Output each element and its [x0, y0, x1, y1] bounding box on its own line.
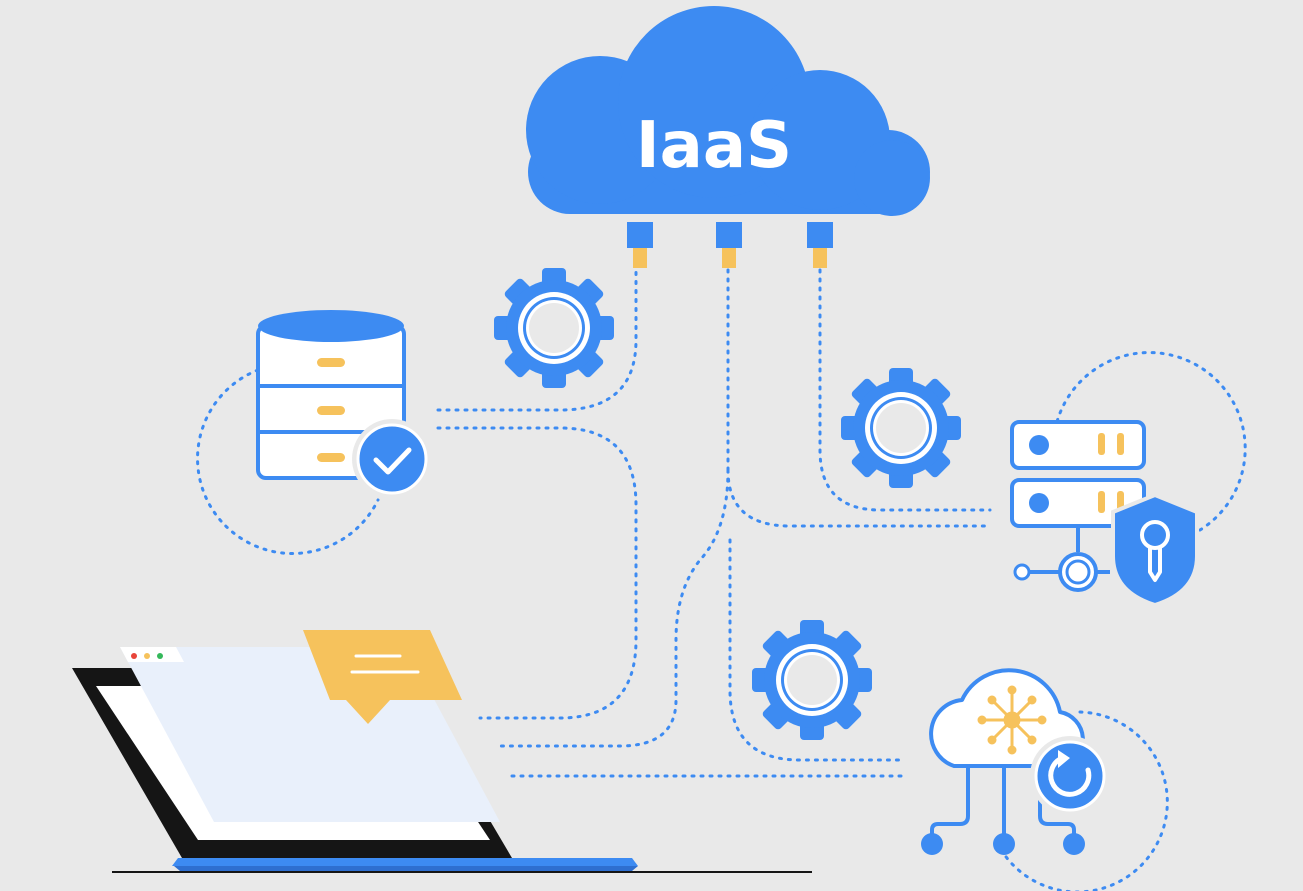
connector-lines [196, 266, 1247, 891]
cloud-icon [526, 6, 930, 216]
shield-lock-icon [1111, 492, 1199, 608]
cable-connector-left [627, 222, 653, 268]
network-node-icon [977, 685, 1047, 755]
window-minimize-dot [144, 653, 150, 659]
cable-connector-middle [716, 222, 742, 268]
gear-icon [841, 368, 961, 488]
chat-bubble-icon [303, 630, 462, 724]
iaas-cloud: IaaS [526, 6, 930, 268]
refresh-icon [1030, 736, 1110, 816]
cloud-title: IaaS [636, 109, 792, 183]
window-maximize-dot [157, 653, 163, 659]
check-icon [352, 419, 432, 499]
network-cloud-icon [921, 668, 1085, 855]
gear-icon [494, 268, 614, 388]
window-close-dot [131, 653, 137, 659]
gear-icon [752, 620, 872, 740]
cable-connector-right [807, 222, 833, 268]
